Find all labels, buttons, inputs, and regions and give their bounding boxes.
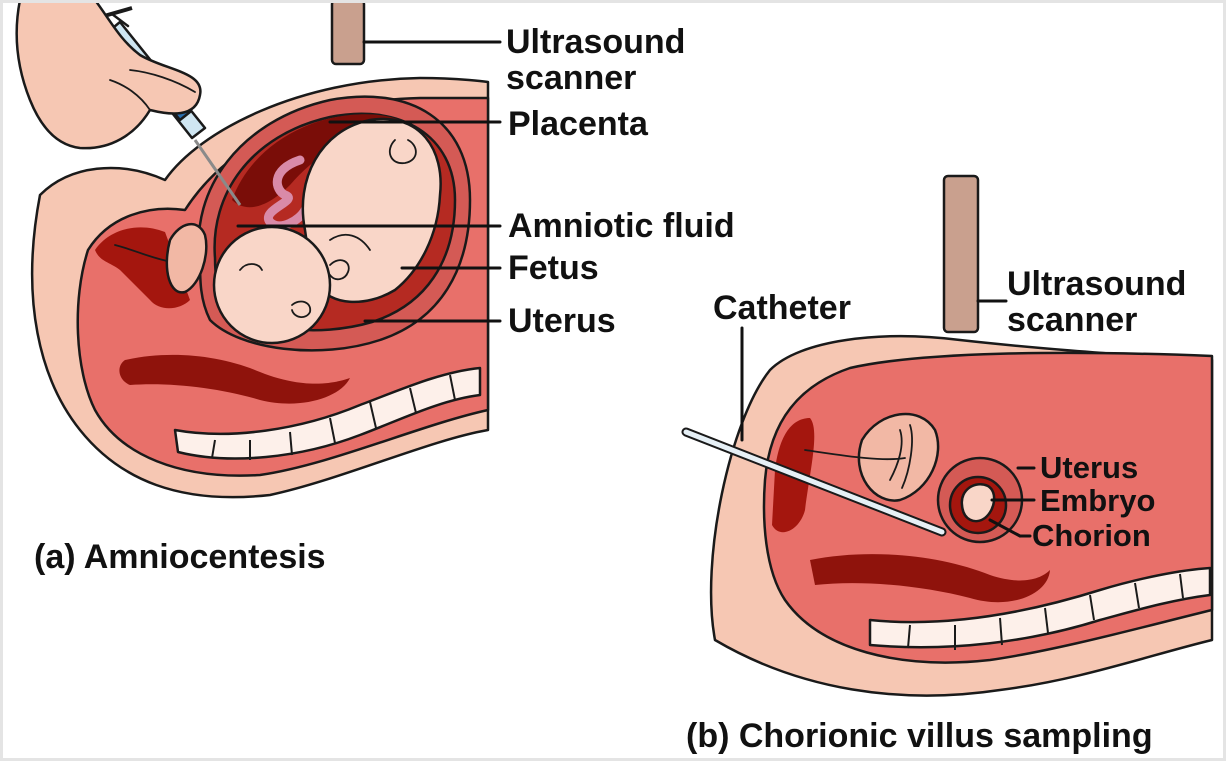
ultrasound-probe-a (332, 0, 364, 64)
label-uterus-b: Uterus (1040, 452, 1138, 483)
label-embryo: Embryo (1040, 485, 1155, 516)
hand (17, 0, 201, 148)
fetus-head-a (214, 227, 330, 343)
label-uterus-a: Uterus (508, 303, 616, 339)
label-catheter: Catheter (713, 290, 851, 326)
caption-amniocentesis: (a) Amniocentesis (34, 538, 326, 577)
panel-b-illustration (686, 176, 1212, 696)
panel-a-illustration (17, 0, 500, 497)
label-ultrasound-scanner-a: Ultrasound scanner (506, 24, 685, 96)
caption-chorionic-villus-sampling: (b) Chorionic villus sampling (686, 717, 1153, 756)
label-fetus: Fetus (508, 250, 599, 286)
label-amniotic-fluid: Amniotic fluid (508, 208, 735, 244)
label-ultrasound-scanner-b: Ultrasound scanner (1007, 266, 1186, 338)
label-placenta: Placenta (508, 106, 648, 142)
ultrasound-probe-b (944, 176, 978, 332)
label-chorion: Chorion (1032, 520, 1151, 551)
